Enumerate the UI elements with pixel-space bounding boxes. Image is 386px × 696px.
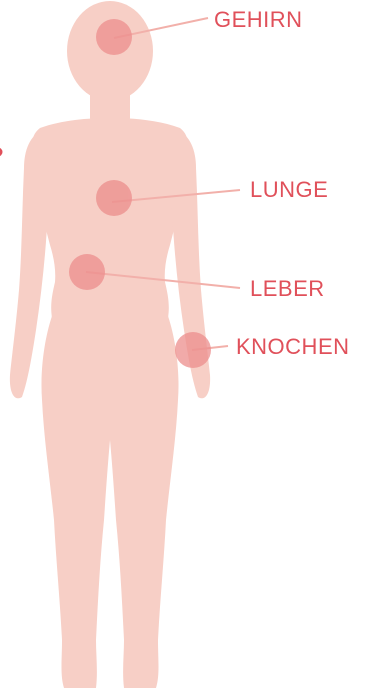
body-torso [32,118,189,332]
brain-marker [96,19,132,55]
lung-marker [96,180,132,216]
label-lung: LUNGE [250,179,328,201]
label-liver: LEBER [250,278,325,300]
label-brain: GEHIRN [214,9,303,31]
bone-marker [175,332,211,368]
edge-dot [0,148,3,157]
body-legs [41,316,178,688]
label-bone: KNOCHEN [236,336,350,358]
liver-marker [69,254,105,290]
